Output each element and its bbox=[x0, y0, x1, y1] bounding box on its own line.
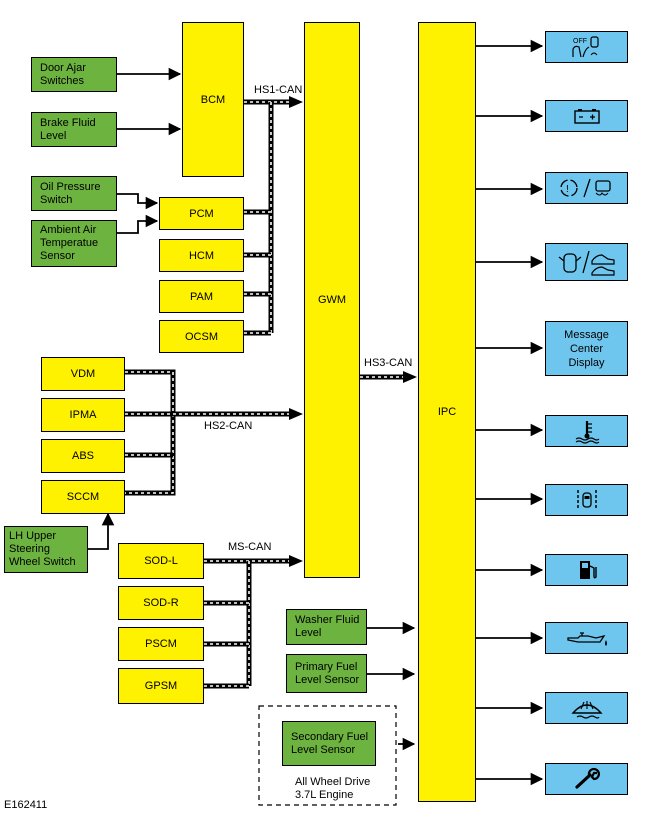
message-center-line1: Message bbox=[564, 328, 609, 341]
figure-id: E162411 bbox=[4, 799, 48, 811]
service-indicator[interactable] bbox=[545, 763, 628, 795]
gpsm-module[interactable]: GPSM bbox=[118, 668, 204, 704]
awd-note: All Wheel Drive 3.7L Engine bbox=[295, 776, 370, 802]
oil-pressure-switch[interactable]: Oil Pressure Switch bbox=[31, 176, 117, 211]
fuel-gauge-indicator[interactable] bbox=[545, 554, 628, 586]
pcm-label: PCM bbox=[189, 207, 214, 220]
awd-note-line1: All Wheel Drive bbox=[295, 776, 371, 788]
door-ajar-vehicle-icon bbox=[558, 250, 615, 276]
oil-pressure-line2: Switch bbox=[40, 193, 73, 206]
gpsm-label: GPSM bbox=[144, 680, 178, 692]
airbag-off-icon: OFF bbox=[571, 36, 599, 58]
secondary-fuel-line1: Secondary Fuel bbox=[291, 730, 369, 743]
svg-text:!: ! bbox=[566, 184, 569, 195]
off-text: OFF bbox=[573, 38, 587, 45]
hs3-can-label: HS3-CAN bbox=[364, 357, 413, 369]
lh-steering-line2: Steering bbox=[9, 543, 50, 555]
gwm-label: GWM bbox=[317, 294, 347, 306]
hs1-can-label: HS1-CAN bbox=[254, 84, 303, 96]
lane-keep-indicator[interactable] bbox=[545, 484, 628, 516]
sccm-module[interactable]: SCCM bbox=[41, 480, 125, 514]
fuel-pump-icon bbox=[579, 561, 597, 579]
lane-keep-icon bbox=[576, 490, 597, 510]
brake-fluid-line2: Level bbox=[40, 129, 67, 142]
washer-fluid-icon bbox=[570, 701, 603, 719]
oil-pressure-indicator[interactable] bbox=[545, 622, 628, 654]
ms-can-label: MS-CAN bbox=[228, 541, 272, 553]
sod-r-label: SOD-R bbox=[143, 597, 179, 609]
bcm-module[interactable]: BCM bbox=[182, 22, 244, 177]
pscm-label: PSCM bbox=[145, 638, 177, 650]
ipc-label: IPC bbox=[437, 406, 457, 418]
battery-indicator[interactable] bbox=[545, 100, 628, 132]
primary-fuel-line1: Primary Fuel bbox=[295, 660, 358, 673]
lh-upper-steering-wheel-switch[interactable]: LH Upper Steering Wheel Switch bbox=[4, 526, 88, 573]
oil-pressure-line1: Oil Pressure bbox=[40, 180, 101, 193]
hs2-can-label: HS2-CAN bbox=[204, 420, 253, 432]
secondary-fuel-level-sensor[interactable]: Secondary Fuel Level Sensor bbox=[282, 721, 376, 766]
oil-pressure-icon bbox=[566, 632, 607, 646]
door-ajar-switches[interactable]: Door Ajar Switches bbox=[31, 57, 117, 92]
pam-label: PAM bbox=[189, 290, 214, 303]
brake-fluid-line1: Brake Fluid bbox=[40, 116, 96, 129]
can-bus-lines bbox=[125, 96, 417, 689]
tpms-traction-indicator[interactable]: ! bbox=[545, 172, 628, 204]
vdm-module[interactable]: VDM bbox=[41, 357, 125, 391]
lh-steering-line3: Wheel Switch bbox=[9, 556, 76, 568]
coolant-temp-icon bbox=[575, 421, 599, 444]
washer-fluid-level[interactable]: Washer Fluid Level bbox=[286, 609, 367, 645]
vdm-label: VDM bbox=[70, 368, 96, 380]
sccm-label: SCCM bbox=[66, 491, 100, 503]
washer-fluid-line1: Washer Fluid bbox=[295, 614, 360, 626]
battery-icon bbox=[573, 109, 600, 124]
message-center-line2: Center bbox=[569, 342, 603, 355]
lh-steering-line1: LH Upper bbox=[9, 530, 57, 542]
door-ajar-line1: Door Ajar bbox=[40, 61, 86, 74]
door-ajar-line2: Switches bbox=[40, 74, 85, 87]
sod-l-label: SOD-L bbox=[144, 555, 178, 567]
brake-fluid-level[interactable]: Brake Fluid Level bbox=[31, 112, 117, 147]
airbag-off-indicator[interactable]: OFF bbox=[545, 31, 628, 63]
gwm-module[interactable]: GWM bbox=[304, 22, 360, 578]
pscm-module[interactable]: PSCM bbox=[118, 627, 204, 661]
tpms-traction-icon: ! bbox=[559, 178, 611, 198]
secondary-fuel-line2: Level Sensor bbox=[291, 743, 356, 756]
primary-fuel-line2: Level Sensor bbox=[295, 673, 360, 686]
wire-arrows bbox=[88, 39, 544, 786]
ipc-module[interactable]: IPC bbox=[418, 22, 476, 802]
hs1-can-bus bbox=[244, 99, 290, 336]
washer-fluid-indicator[interactable] bbox=[545, 692, 628, 724]
door-ajar-display[interactable] bbox=[545, 243, 628, 281]
awd-note-line2: 3.7L Engine bbox=[295, 789, 354, 801]
ocsm-label: OCSM bbox=[185, 330, 218, 343]
message-center-line3: Display bbox=[568, 356, 605, 369]
ipma-module[interactable]: IPMA bbox=[41, 398, 125, 432]
coolant-temp-indicator[interactable] bbox=[545, 415, 628, 447]
primary-fuel-level-sensor[interactable]: Primary Fuel Level Sensor bbox=[286, 654, 367, 693]
abs-module[interactable]: ABS bbox=[41, 439, 125, 473]
ambient-air-line3: Sensor bbox=[40, 250, 75, 262]
hcm-module[interactable]: HCM bbox=[159, 239, 244, 272]
hs2-can-bus bbox=[125, 369, 290, 496]
pam-module[interactable]: PAM bbox=[159, 280, 244, 313]
sod-r-module[interactable]: SOD-R bbox=[118, 586, 204, 620]
ocsm-module[interactable]: OCSM bbox=[159, 320, 244, 353]
pcm-module[interactable]: PCM bbox=[159, 197, 244, 230]
sod-l-module[interactable]: SOD-L bbox=[118, 543, 204, 579]
washer-fluid-line2: Level bbox=[295, 627, 322, 639]
ipma-label: IPMA bbox=[69, 409, 97, 421]
ambient-air-line1: Ambient Air bbox=[40, 224, 97, 236]
ambient-air-line2: Temperatue bbox=[40, 237, 99, 249]
hcm-label: HCM bbox=[188, 249, 215, 262]
abs-label: ABS bbox=[71, 450, 94, 462]
bcm-label: BCM bbox=[200, 93, 226, 106]
message-center-display[interactable]: Message Center Display bbox=[545, 321, 628, 376]
ambient-air-sensor[interactable]: Ambient Air Temperatue Sensor bbox=[31, 220, 117, 267]
wrench-icon bbox=[574, 767, 600, 789]
ms-can-bus bbox=[204, 558, 290, 689]
